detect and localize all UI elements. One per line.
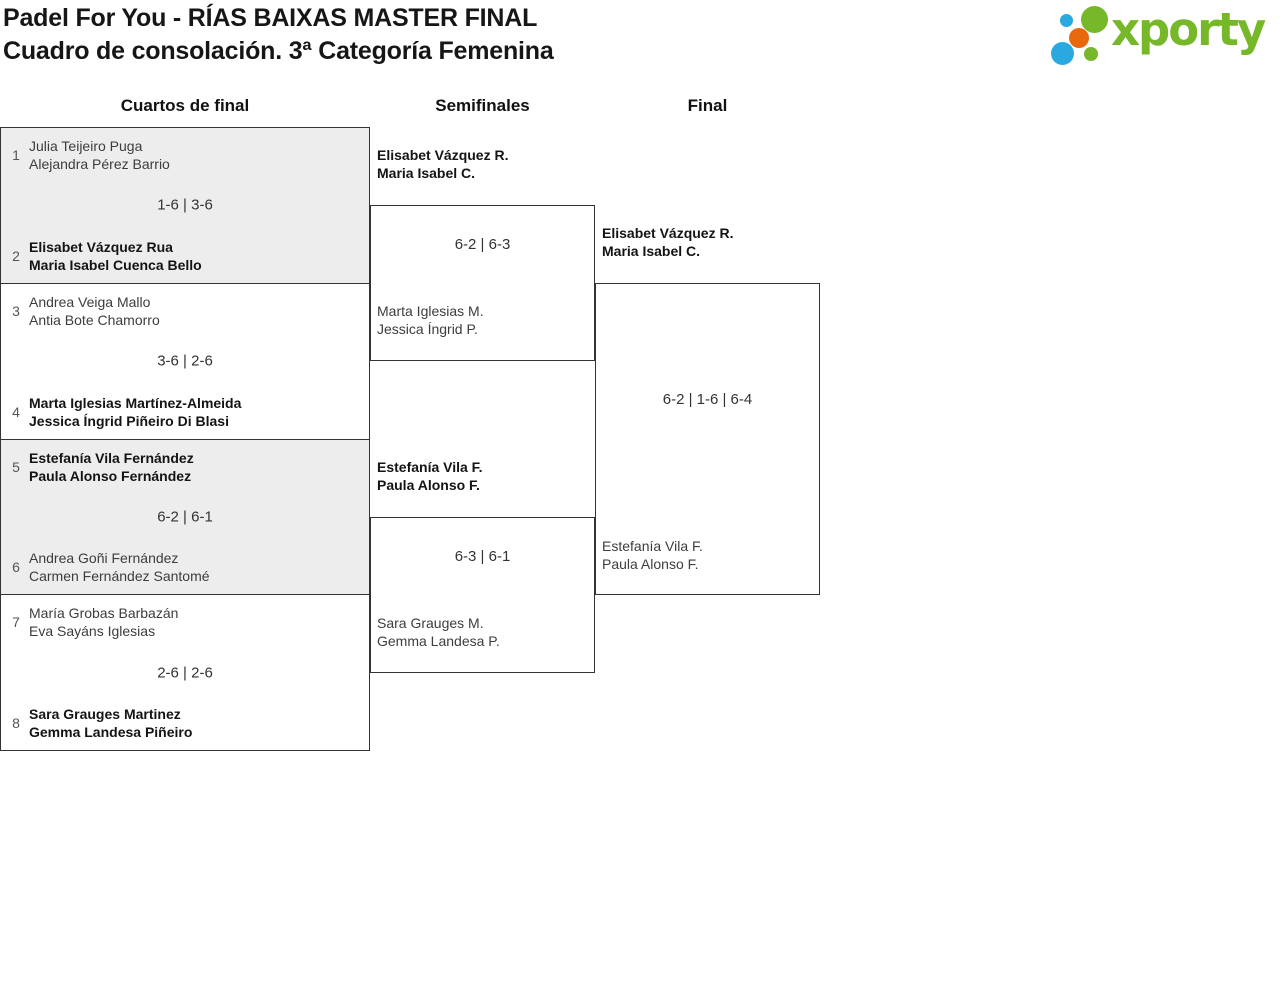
team-names: Julia Teijeiro Puga Alejandra Pérez Barr…	[27, 137, 170, 173]
team-names: Estefanía Vila Fernández Paula Alonso Fe…	[27, 449, 194, 485]
final-top-team: Elisabet Vázquez R. Maria Isabel C.	[602, 224, 733, 260]
team-slot: 4 Marta Iglesias Martínez-Almeida Jessic…	[5, 394, 361, 430]
player-name: Antia Bote Chamorro	[29, 311, 160, 328]
semifinal-1-score: 6-2 | 6-3	[454, 236, 511, 253]
player-name: Eva Sayáns Iglesias	[29, 623, 156, 640]
player-name: Maria Isabel Cuenca Bello	[29, 256, 202, 273]
seed-number: 7	[12, 614, 20, 631]
player-name: Andrea Veiga Mallo	[29, 293, 151, 310]
logo-dot-orange	[1069, 28, 1089, 48]
logo-dot-green-large	[1081, 6, 1108, 33]
match-final-box	[595, 283, 820, 595]
player-name: María Grobas Barbazán	[29, 605, 179, 622]
round-header-semifinals: Semifinales	[435, 96, 530, 115]
player-name: Estefanía Vila F.	[602, 538, 703, 554]
player-name: Elisabet Vázquez R.	[377, 147, 509, 163]
player-name: Elisabet Vázquez Rua	[29, 238, 173, 255]
round-header-final: Final	[687, 96, 728, 115]
team-slot: 7 María Grobas Barbazán Eva Sayáns Igles…	[5, 604, 361, 640]
seed-number: 4	[12, 403, 20, 420]
xporty-logo-text: xporty	[1111, 3, 1266, 56]
team-names: Andrea Veiga Mallo Antia Bote Chamorro	[27, 293, 160, 329]
logo-dot-blue-small	[1060, 14, 1073, 27]
team-slot: 6 Andrea Goñi Fernández Carmen Fernández…	[5, 549, 361, 585]
player-name: Julia Teijeiro Puga	[29, 138, 143, 154]
final-score: 6-2 | 1-6 | 6-4	[662, 391, 753, 408]
team-slot: 5 Estefanía Vila Fernández Paula Alonso …	[5, 449, 361, 485]
semifinal-1-top-team: Elisabet Vázquez R. Maria Isabel C.	[377, 146, 508, 182]
match-quarterfinal-2: 3 Andrea Veiga Mallo Antia Bote Chamorro…	[1, 283, 369, 440]
semifinal-1-bottom-team: Marta Iglesias M. Jessica Íngrid P.	[377, 302, 484, 338]
player-name: Gemma Landesa Piñeiro	[29, 724, 193, 740]
team-slot: 8 Sara Grauges Martinez Gemma Landesa Pi…	[5, 705, 361, 741]
seed-number: 1	[12, 147, 20, 163]
team-names: Marta Iglesias Martínez-Almeida Jessica …	[27, 394, 241, 430]
player-name: Paula Alonso F.	[377, 477, 480, 493]
player-name: Estefanía Vila Fernández	[29, 449, 194, 466]
player-name: Alejandra Pérez Barrio	[29, 156, 170, 172]
player-name: Sara Grauges Martinez	[29, 706, 181, 722]
match-quarterfinal-4: 7 María Grobas Barbazán Eva Sayáns Igles…	[1, 595, 369, 750]
player-name: Marta Iglesias Martínez-Almeida	[29, 394, 242, 411]
match-quarterfinal-1: 1 Julia Teijeiro Puga Alejandra Pérez Ba…	[1, 128, 369, 284]
quarterfinals-column: 1 Julia Teijeiro Puga Alejandra Pérez Ba…	[0, 127, 370, 751]
player-name: Carmen Fernández Santomé	[29, 568, 210, 585]
seed-number: 3	[12, 302, 20, 319]
player-name: Andrea Goñi Fernández	[29, 550, 179, 567]
player-name: Paula Alonso F.	[602, 556, 699, 572]
match-score: 3-6 | 2-6	[157, 352, 213, 370]
team-names: Elisabet Vázquez Rua Maria Isabel Cuenca…	[27, 238, 202, 274]
match-score: 2-6 | 2-6	[157, 664, 213, 682]
match-score: 1-6 | 3-6	[157, 196, 213, 214]
team-slot: 2 Elisabet Vázquez Rua Maria Isabel Cuen…	[5, 238, 361, 274]
match-semifinal-2-box	[370, 517, 595, 673]
match-semifinal-1-box	[370, 205, 595, 361]
player-name: Sara Grauges M.	[377, 615, 484, 631]
player-name: Maria Isabel C.	[377, 165, 476, 181]
tournament-name: Padel For You - RÍAS BAIXAS MASTER FINAL	[3, 4, 538, 32]
seed-number: 5	[12, 458, 20, 475]
player-name: Estefanía Vila F.	[377, 459, 483, 475]
player-name: Paula Alonso Fernández	[29, 467, 192, 484]
player-name: Gemma Landesa P.	[377, 633, 500, 649]
seed-number: 8	[12, 715, 20, 731]
player-name: Maria Isabel C.	[602, 243, 701, 259]
team-names: Andrea Goñi Fernández Carmen Fernández S…	[27, 549, 210, 585]
semifinal-2-score: 6-3 | 6-1	[454, 548, 511, 565]
match-score: 6-2 | 6-1	[157, 508, 213, 526]
semifinal-2-top-team: Estefanía Vila F. Paula Alonso F.	[377, 458, 483, 494]
semifinal-2-bottom-team: Sara Grauges M. Gemma Landesa P.	[377, 614, 500, 650]
team-names: María Grobas Barbazán Eva Sayáns Iglesia…	[27, 604, 178, 640]
player-name: Elisabet Vázquez R.	[602, 225, 734, 241]
draw-subtitle: Cuadro de consolación. 3ª Categoría Feme…	[3, 37, 554, 65]
team-names: Sara Grauges Martinez Gemma Landesa Piñe…	[27, 705, 192, 741]
seed-number: 2	[12, 247, 20, 264]
match-quarterfinal-3: 5 Estefanía Vila Fernández Paula Alonso …	[1, 439, 369, 596]
final-bottom-team: Estefanía Vila F. Paula Alonso F.	[602, 537, 703, 573]
player-name: Marta Iglesias M.	[377, 303, 484, 319]
page-title: Padel For You - RÍAS BAIXAS MASTER FINAL…	[3, 2, 554, 68]
round-header-quarterfinals: Cuartos de final	[120, 96, 250, 115]
logo-dot-blue-large	[1051, 42, 1074, 65]
team-slot: 3 Andrea Veiga Mallo Antia Bote Chamorro	[5, 293, 361, 329]
player-name: Jessica Íngrid Piñeiro Di Blasi	[29, 412, 229, 429]
seed-number: 6	[12, 559, 20, 576]
team-slot: 1 Julia Teijeiro Puga Alejandra Pérez Ba…	[5, 137, 361, 173]
logo-dot-green-small	[1084, 47, 1098, 61]
player-name: Jessica Íngrid P.	[377, 321, 478, 337]
